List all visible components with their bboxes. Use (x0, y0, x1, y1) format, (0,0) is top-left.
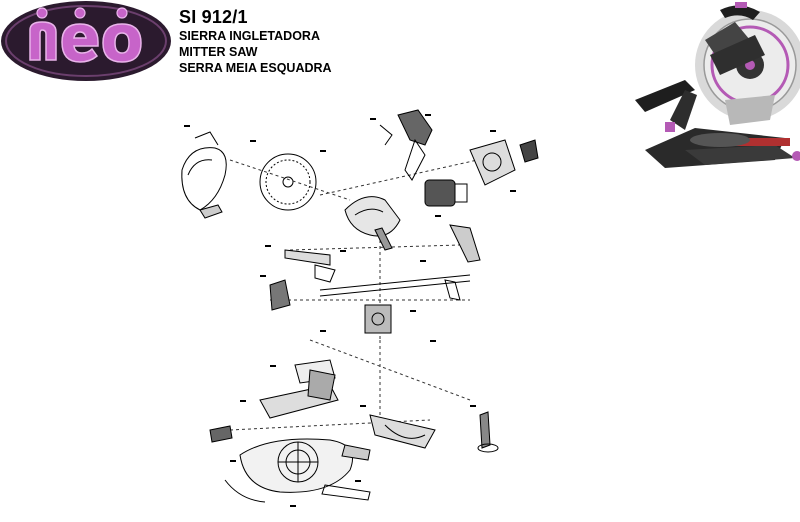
document-heading: SI 912/1 SIERRA INGLETADORA MITTER SAW S… (179, 6, 332, 76)
neo-logo-icon (1, 1, 171, 81)
subtitle-portuguese: SERRA MEIA ESQUADRA (179, 61, 332, 75)
model-number: SI 912/1 (179, 7, 248, 27)
subtitle-spanish: SIERRA INGLETADORA (179, 29, 320, 43)
exploded-parts-diagram (170, 100, 570, 517)
miter-saw-photo-icon (635, 2, 800, 168)
product-photo (625, 0, 800, 175)
subtitle-english: MITTER SAW (179, 45, 258, 59)
exploded-parts-diagram-icon (181, 109, 539, 507)
brand-logo (0, 0, 172, 82)
